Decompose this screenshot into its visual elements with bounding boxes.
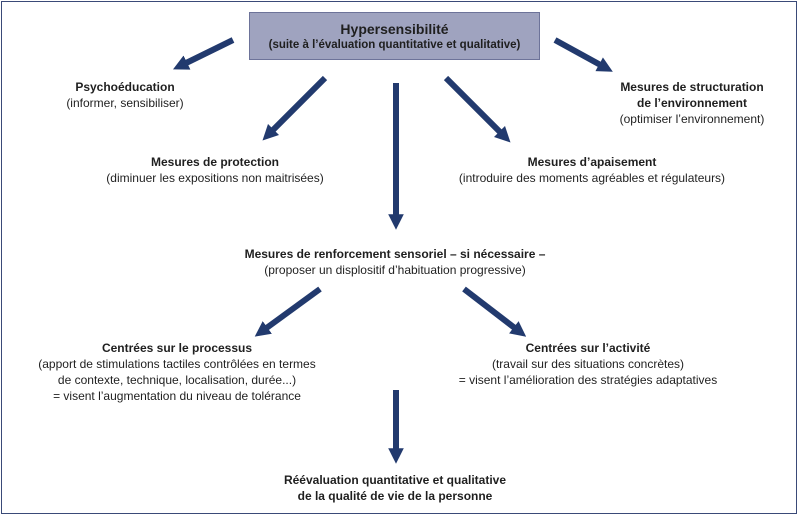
head-title: Hypersensibilité <box>340 21 449 37</box>
node-title: Mesures de renforcement sensoriel – si n… <box>244 247 546 261</box>
node-desc: (optimiser l’environnement) <box>619 112 765 126</box>
node-apaisement: Mesures d’apaisement (introduire des mom… <box>432 154 752 186</box>
node-desc-line1: (travail sur des situations concrètes) <box>491 357 685 371</box>
arrow-to-psychoeducation <box>172 37 235 70</box>
node-title: Mesures d’apaisement <box>527 155 657 169</box>
node-protection: Mesures de protection (diminuer les expo… <box>70 154 360 186</box>
arrow-to-apaisement <box>443 75 511 143</box>
arrow-to-activite <box>462 286 527 337</box>
node-processus: Centrées sur le processus (apport de sti… <box>12 340 342 404</box>
node-title-line1: Mesures de structuration <box>620 80 764 94</box>
node-title: Mesures de protection <box>150 155 280 169</box>
node-renforcement: Mesures de renforcement sensoriel – si n… <box>200 246 590 278</box>
node-title: Centrées sur l’activité <box>525 341 651 355</box>
arrow-to-processus <box>254 286 322 337</box>
node-title-line2: de la qualité de vie de la personne <box>297 489 493 503</box>
node-desc: (introduire des moments agréables et rég… <box>458 171 726 185</box>
node-desc: (proposer un displositif d’habituation p… <box>264 263 526 277</box>
node-desc-line1: (apport de stimulations tactiles contrôl… <box>38 357 316 371</box>
node-desc-line2: de contexte, technique, localisation, du… <box>57 373 297 387</box>
arrow-to-protection <box>262 75 328 141</box>
node-reevaluation: Réévaluation quantitative et qualitative… <box>230 472 560 504</box>
node-desc-line3: = visent l’augmentation du niveau de tol… <box>53 389 301 403</box>
node-title-line1: Réévaluation quantitative et qualitative <box>283 473 507 487</box>
node-desc: (informer, sensibiliser) <box>66 96 184 110</box>
node-psychoeducation: Psychoéducation (informer, sensibiliser) <box>30 79 220 111</box>
arrow-to-structuration <box>553 37 613 72</box>
node-title: Psychoéducation <box>75 80 175 94</box>
node-title: Centrées sur le processus <box>101 341 253 355</box>
node-desc: (diminuer les expositions non maitrisées… <box>106 171 324 185</box>
node-desc-line2: = visent l’amélioration des stratégies a… <box>458 373 718 387</box>
node-activite: Centrées sur l’activité (travail sur des… <box>428 340 748 388</box>
hypersensibilite-box: Hypersensibilité (suite à l’évaluation q… <box>249 12 540 60</box>
node-structuration: Mesures de structuration de l’environnem… <box>592 79 792 127</box>
node-title-line2: de l’environnement <box>636 96 748 110</box>
head-subtitle: (suite à l’évaluation quantitative et qu… <box>268 39 521 51</box>
